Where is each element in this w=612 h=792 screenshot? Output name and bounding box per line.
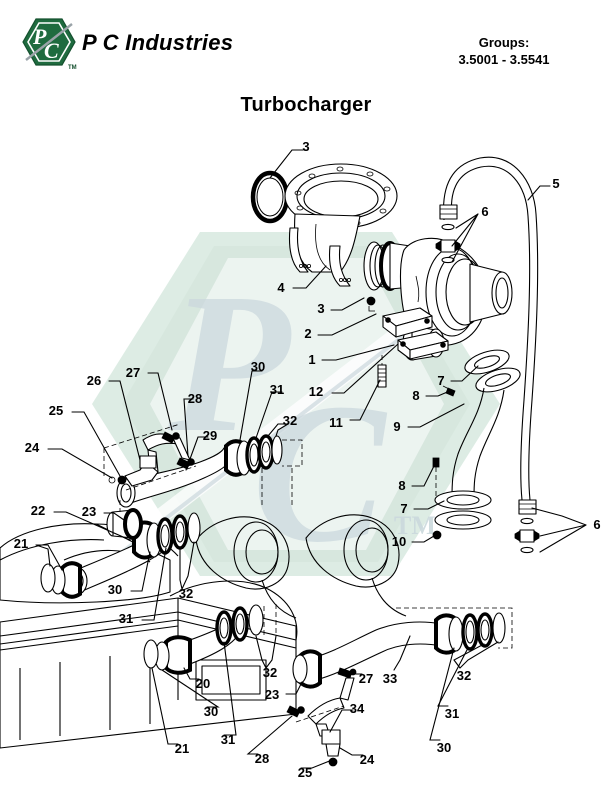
callout-9: 9 [393, 419, 400, 434]
callout-3b: 3 [317, 301, 324, 316]
callout-31d: 31 [445, 706, 459, 721]
left-lower-hose-assembly [40, 500, 277, 675]
drain-bolt-upper [442, 385, 456, 397]
svg-text:P: P [32, 24, 47, 49]
svg-text:TM: TM [68, 65, 77, 71]
callout-28a: 28 [188, 391, 202, 406]
callout-20: 20 [196, 676, 210, 691]
callout-10: 10 [392, 534, 406, 549]
callout-32a: 32 [283, 413, 297, 428]
callout-21b: 21 [175, 741, 189, 756]
callout-7b: 7 [400, 501, 407, 516]
page-title: Turbocharger [240, 94, 372, 116]
clamp-ring-32a [257, 434, 275, 470]
callout-32b: 32 [179, 586, 193, 601]
callout-31b: 31 [119, 611, 133, 626]
ring-31b [156, 517, 174, 555]
callout-34: 34 [350, 701, 365, 716]
callout-6b: 6 [593, 517, 600, 532]
callout-12: 12 [309, 384, 323, 399]
callout-27a: 27 [126, 365, 140, 380]
callout-30b: 30 [108, 582, 122, 597]
sleeve-23a [106, 500, 143, 540]
callout-8b: 8 [398, 478, 405, 493]
pc-industries-logo: P C TM [20, 16, 78, 72]
ring-30c [215, 610, 233, 646]
ring-31c [231, 606, 249, 642]
turbo-mounting-bracket [382, 307, 449, 360]
callout-21a: 21 [14, 536, 28, 551]
callout-23a: 23 [82, 504, 96, 519]
right-lower-hose-assembly [286, 607, 513, 767]
callout-32d: 32 [457, 668, 471, 683]
groups-label: Groups: [478, 35, 530, 50]
svg-text:P: P [167, 253, 292, 474]
callout-24a: 24 [25, 440, 40, 455]
callout-labels: 3 5 6 4 3 2 1 7 12 8 11 9 8 7 6 10 26 27… [14, 139, 601, 780]
logo-hexagon-icon: P C TM [22, 18, 77, 71]
gasket-oring-upper [250, 170, 290, 224]
washer-small [366, 296, 376, 312]
callout-33: 33 [383, 671, 397, 686]
callout-28b: 28 [255, 751, 269, 766]
svg-text:C: C [44, 38, 59, 63]
engine-block [0, 514, 407, 749]
ring-32d [248, 604, 264, 636]
callout-7a: 7 [437, 373, 444, 388]
boot-23b [292, 649, 322, 689]
callout-25a: 25 [49, 403, 63, 418]
callout-31a: 31 [270, 382, 284, 397]
boot-30d [434, 613, 464, 655]
ring-32e [476, 612, 494, 648]
svg-text:TM: TM [394, 511, 436, 540]
drain-gasket-lower-b [434, 510, 492, 530]
turbocharger-body [366, 237, 513, 388]
callout-23b: 23 [265, 687, 279, 702]
callout-27b: 27 [359, 671, 373, 686]
drain-flange-lower-a [434, 490, 492, 510]
callout-11: 11 [329, 415, 343, 430]
callout-30d: 30 [437, 740, 451, 755]
callout-1: 1 [308, 352, 315, 367]
leader-lines [35, 149, 587, 769]
page-header: P C TM P C Industries Groups: 3.5001 - 3… [0, 0, 612, 88]
spacer-ring-32b [271, 435, 283, 465]
callout-26: 26 [87, 373, 101, 388]
callout-24b: 24 [360, 752, 375, 767]
callout-32c: 32 [263, 665, 277, 680]
callout-29: 29 [203, 428, 217, 443]
callout-5: 5 [552, 176, 559, 191]
ring-32c [171, 514, 189, 550]
stud-bolt [377, 355, 387, 388]
boot-20 [164, 635, 192, 675]
oil-supply-hose [435, 156, 540, 554]
callout-6a: 6 [481, 204, 488, 219]
callout-4: 4 [277, 280, 285, 295]
groups-range: 3.5001 - 3.5541 [458, 52, 550, 67]
callout-3a: 3 [302, 139, 309, 154]
ring-31d [461, 613, 479, 651]
callout-25b: 25 [298, 765, 312, 780]
callout-8a: 8 [412, 388, 419, 403]
hose-fitting-lower [514, 499, 540, 554]
callout-31c: 31 [221, 732, 235, 747]
groups-block: Groups: 3.5001 - 3.5541 [396, 34, 612, 68]
boot-21a [60, 561, 82, 599]
upper-left-pipe-assembly [103, 423, 303, 508]
drain-bolt-lower [432, 530, 442, 540]
drain-gasket-upper-b [475, 367, 521, 393]
brand-name: P C Industries [82, 30, 234, 55]
callout-2: 2 [304, 326, 311, 341]
callout-30a: 30 [251, 359, 265, 374]
watermark-pc-logo: P C TM [92, 232, 500, 584]
callout-30c: 30 [204, 704, 218, 719]
svg-text:C: C [252, 363, 388, 584]
callout-22: 22 [31, 503, 45, 518]
support-bracket-assembly [103, 423, 197, 491]
